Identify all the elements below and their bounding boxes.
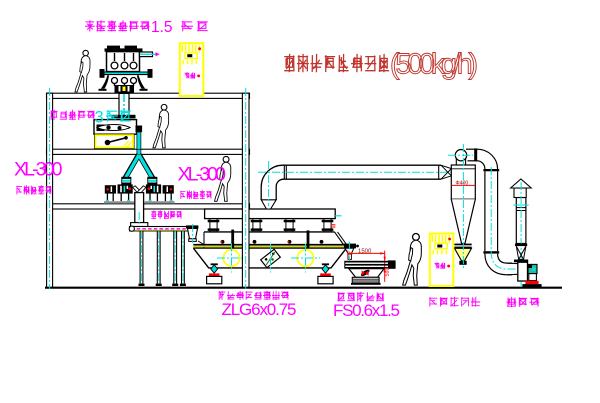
svg-text:1.5: 1.5 (151, 19, 173, 36)
svg-text:1500: 1500 (358, 249, 372, 255)
svg-text:FS0.6x1.5: FS0.6x1.5 (333, 301, 400, 320)
svg-text:3: 3 (95, 109, 104, 127)
svg-text:ZLG6x0.75: ZLG6x0.75 (222, 300, 297, 319)
svg-text:XL-300: XL-300 (178, 164, 227, 186)
svg-text:XL-300: XL-300 (14, 159, 63, 181)
svg-text:590: 590 (385, 267, 391, 276)
svg-text:Φ400: Φ400 (456, 180, 469, 186)
svg-text:(500kg/h): (500kg/h) (390, 49, 478, 81)
